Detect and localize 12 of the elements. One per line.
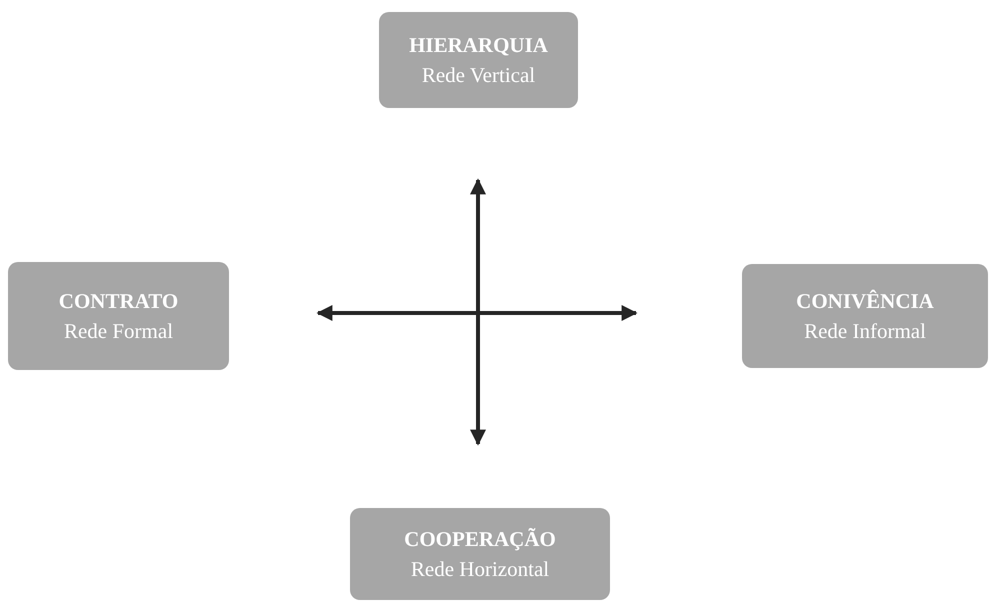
category-box bbox=[742, 264, 988, 368]
category-title: COOPERAÇÃO bbox=[404, 526, 556, 553]
category-title: HIERARQUIA bbox=[409, 32, 548, 59]
category-title: CONTRATO bbox=[58, 288, 178, 315]
category-box bbox=[379, 12, 578, 108]
category-box bbox=[350, 508, 610, 600]
category-box bbox=[8, 262, 229, 370]
network-type: Rede Vertical bbox=[422, 62, 536, 89]
network-type: Rede Horizontal bbox=[410, 556, 550, 583]
network-type: Rede Informal bbox=[804, 318, 926, 345]
network-type: Rede Formal bbox=[64, 318, 174, 345]
category-title: CONIVÊNCIA bbox=[796, 288, 934, 315]
